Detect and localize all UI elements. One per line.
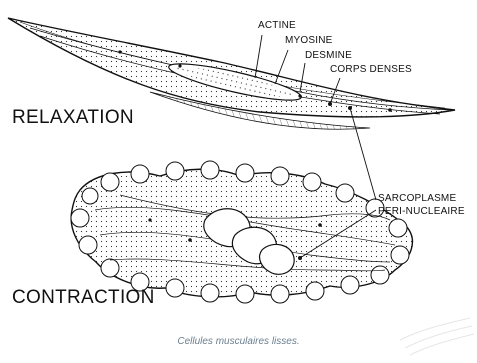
contracted-cell	[71, 161, 412, 303]
label-actine: ACTINE	[258, 20, 296, 31]
figure-caption: Cellules musculaires lisses.	[0, 336, 477, 347]
label-desmine: DESMINE	[305, 50, 352, 61]
label-sarcoplasme: SARCOPLASME	[378, 193, 456, 204]
label-relaxation: RELAXATION	[12, 107, 134, 129]
label-myosine: MYOSINE	[285, 35, 333, 46]
label-peri-nucleaire: PERI-NUCLEAIRE	[378, 206, 465, 217]
label-corps-denses: CORPS DENSES	[330, 64, 412, 75]
label-contraction: CONTRACTION	[12, 287, 155, 309]
